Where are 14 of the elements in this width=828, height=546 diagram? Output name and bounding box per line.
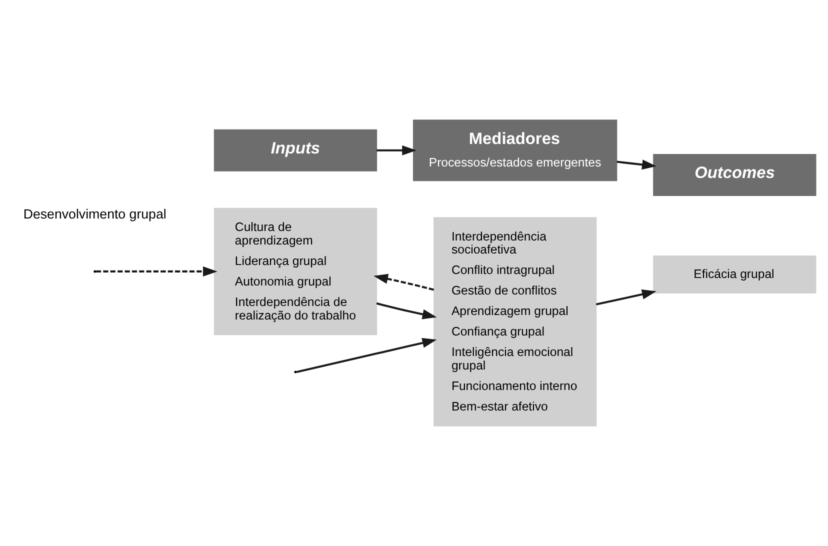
arrow <box>376 302 437 320</box>
arrow <box>616 160 656 170</box>
arrow <box>296 338 437 373</box>
arrow <box>596 289 656 306</box>
node-box: Eficácia grupal <box>653 256 816 294</box>
arrow <box>374 274 434 291</box>
node-box: Outcomes <box>653 154 816 196</box>
node-box: Mediadores Processos/estados emergentes <box>412 120 618 182</box>
node-box: Inputs <box>214 129 378 172</box>
label: Desenvolvimento grupal <box>23 206 166 222</box>
node-box: Interdependência socioafetiva Conflito intragrupal Gestão de conflitos Aprendizagem grupal Confiança grupal Inteligência emocional grupal Funcionamento interno Bem-estar afetivo <box>434 217 597 426</box>
arrow <box>376 145 417 156</box>
arrow <box>96 266 218 276</box>
node-box: Cultura de aprendizagem Liderança grupal Autonomia grupal Interdependência de realização do trabalho <box>214 208 378 336</box>
